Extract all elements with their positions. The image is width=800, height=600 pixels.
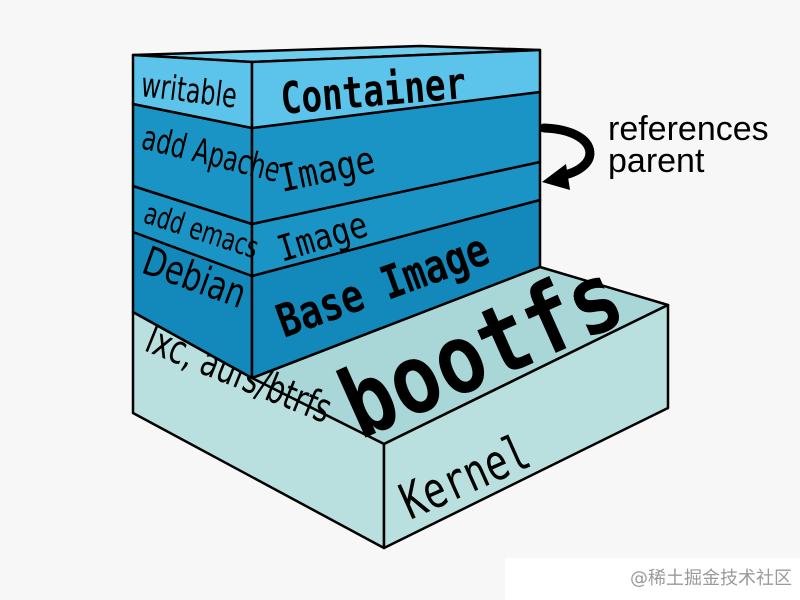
container-front-face [250, 48, 542, 130]
watermark-text: @稀土掘金技术社区 [630, 568, 792, 589]
references-parent-annotation: references parent [539, 110, 769, 190]
debian-layer: Debian Base Image [131, 198, 542, 380]
parent-label: parent [608, 142, 705, 180]
bootfs-front-face [382, 303, 670, 550]
container-layer: writable Container [131, 44, 542, 130]
arrow-head-icon [542, 164, 570, 190]
references-label: references [608, 110, 769, 148]
watermark: @稀土掘金技术社区 [505, 558, 800, 600]
curved-arrow-icon [539, 123, 595, 181]
apache-layer: add Apache Image [131, 90, 542, 226]
watermark-bg [505, 558, 800, 600]
